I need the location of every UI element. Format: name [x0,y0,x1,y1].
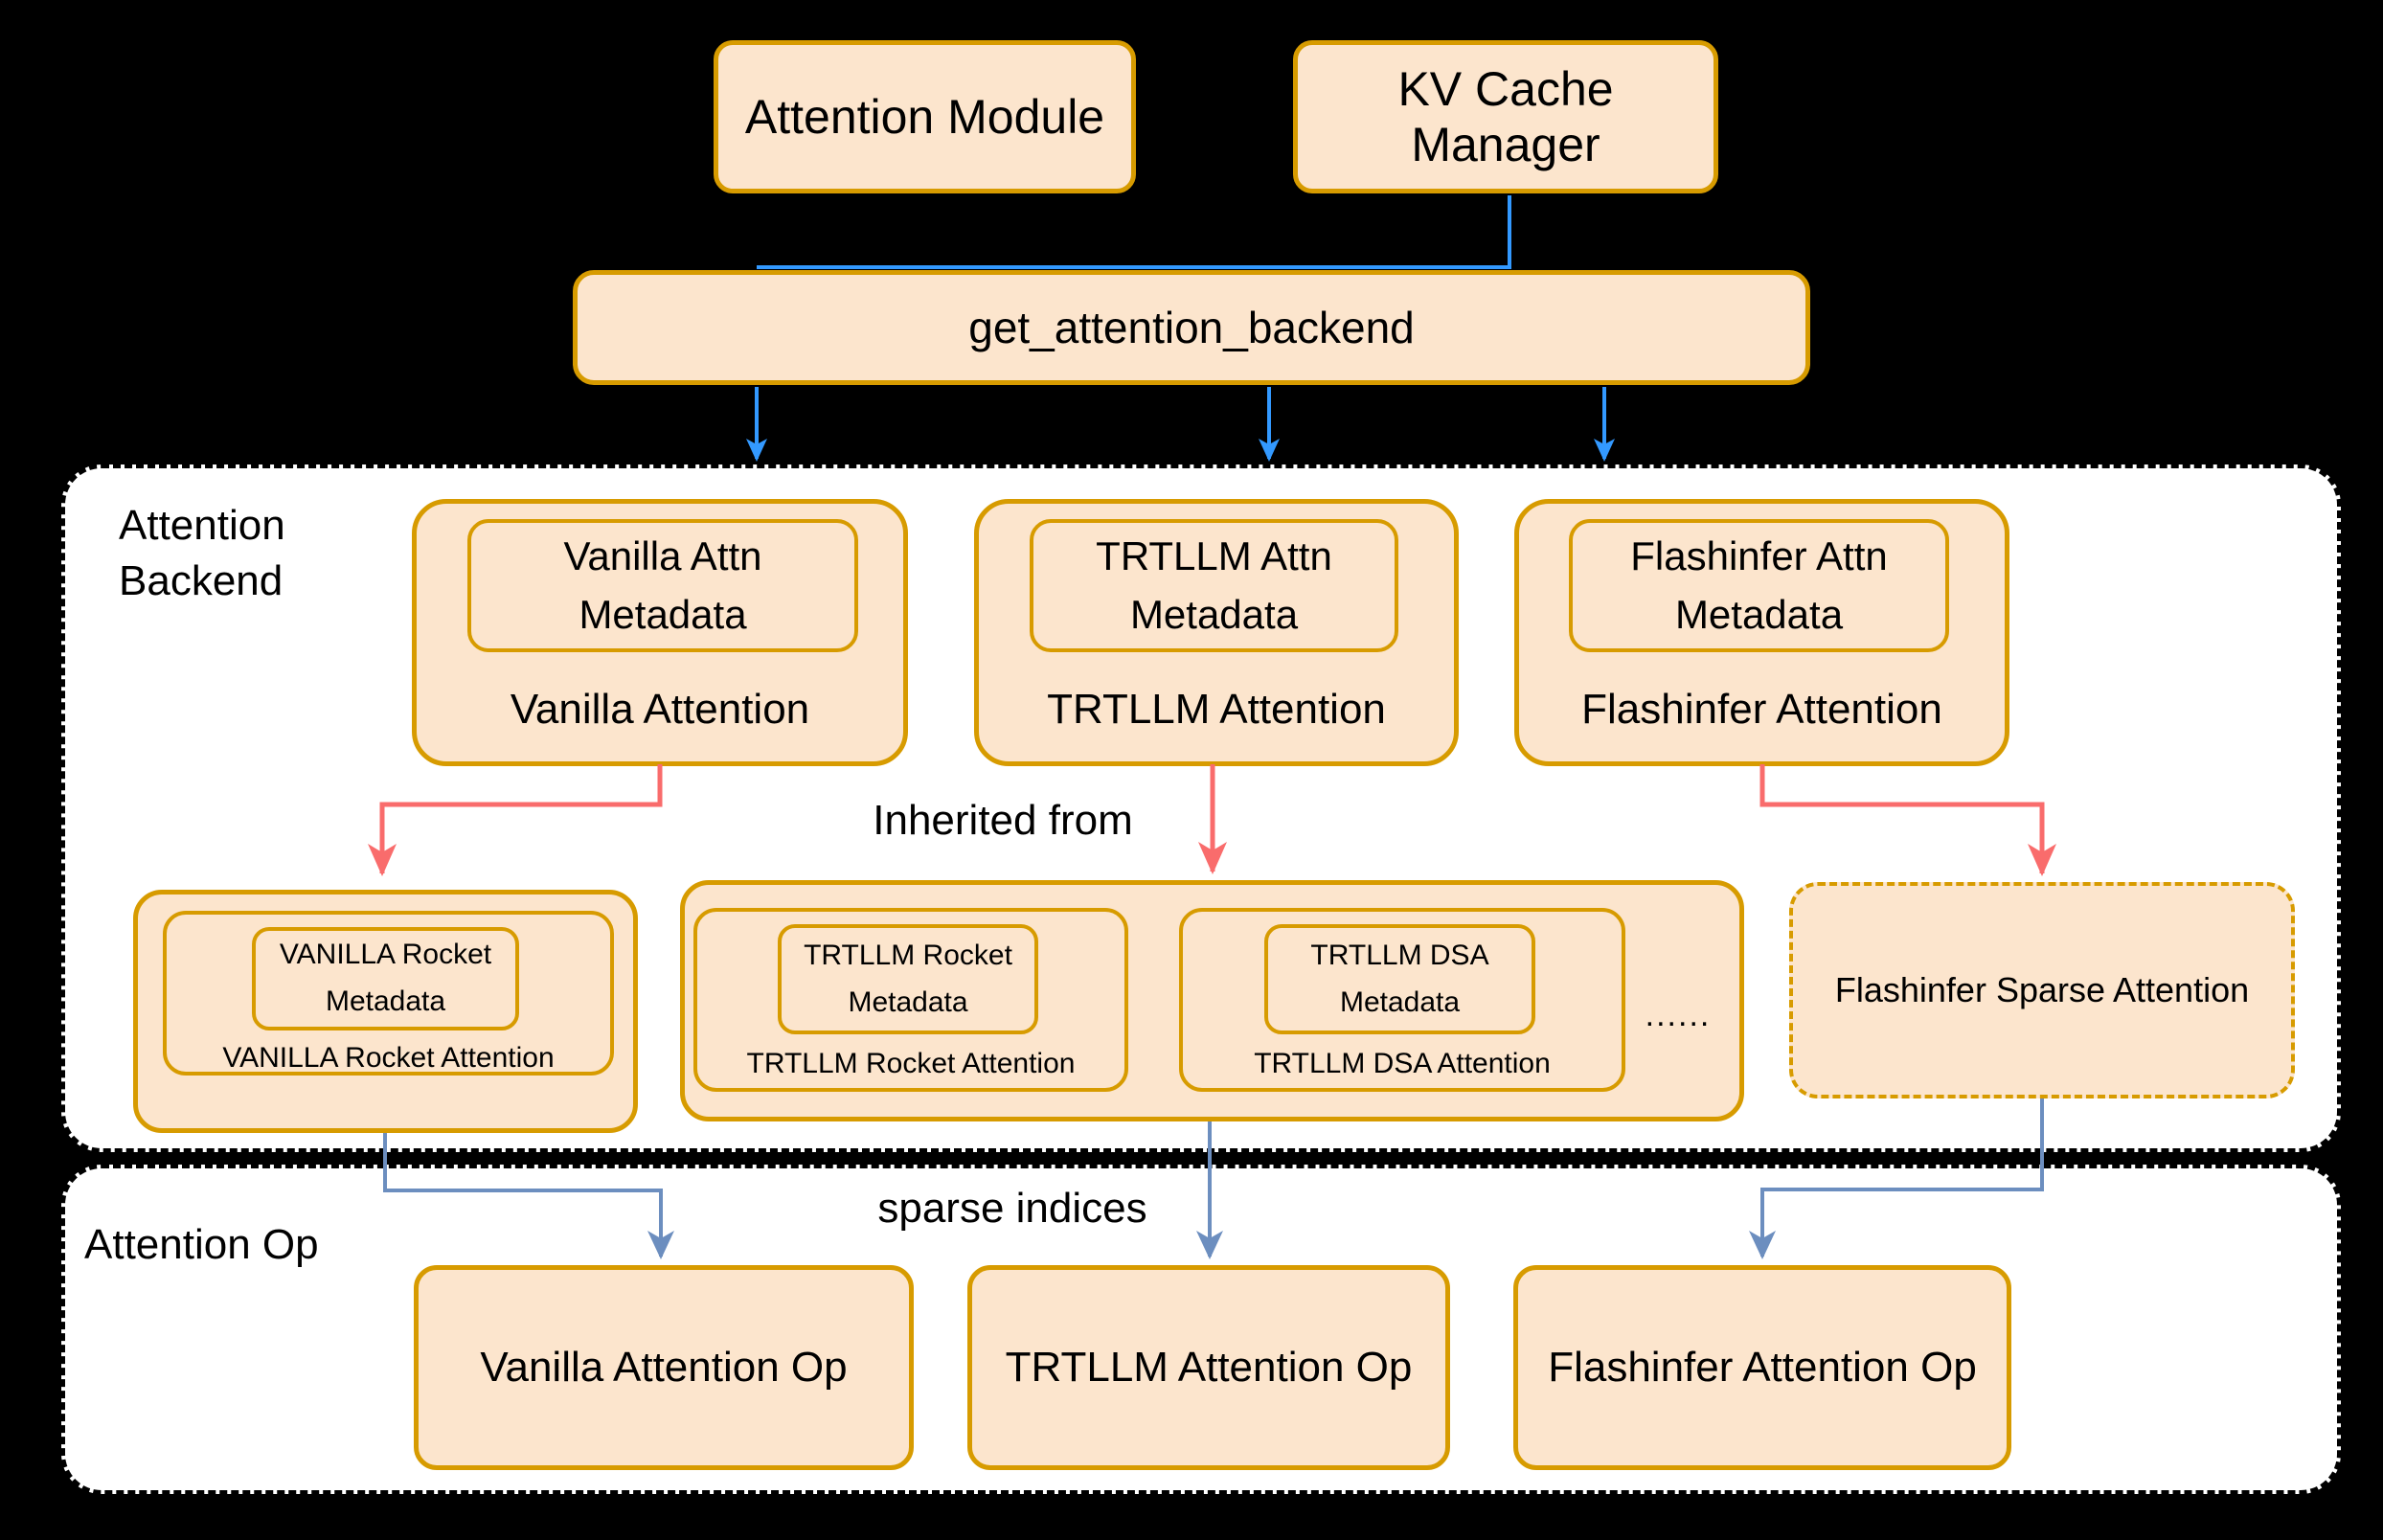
trtllm-rocket-attention-label: TRTLLM Rocket Attention [746,1047,1076,1079]
inherited-from-label: Inherited from [873,797,1133,844]
trtllm-attention-op-label: TRTLLM Attention Op [1005,1344,1413,1391]
attention-backend-label-line1: Attention [119,502,285,549]
kv-cache-manager-label: KV Cache Manager [1397,62,1614,171]
vanilla-attn-metadata-box: Vanilla Attn Metadata [467,519,858,652]
flashinfer-sparse-attention-box: Flashinfer Sparse Attention [1789,882,2295,1098]
trtllm-dsa-metadata-box: TRTLLM DSA Metadata [1264,924,1535,1034]
get-attention-backend-label: get_attention_backend [968,303,1415,352]
vanilla-rocket-metadata-line2: Metadata [325,985,446,1017]
sparse-indices-label: sparse indices [877,1185,1147,1232]
flashinfer-sparse-attention-label: Flashinfer Sparse Attention [1834,970,2250,1009]
trtllm-dsa-attention-label: TRTLLM DSA Attention [1254,1047,1551,1079]
get-attention-backend-box: get_attention_backend [573,270,1810,385]
vanilla-rocket-metadata-box: VANILLA Rocket Metadata [252,927,519,1030]
vanilla-rocket-attention-label: VANILLA Rocket Attention [222,1041,555,1074]
trtllm-attn-metadata-box: TRTLLM Attn Metadata [1030,519,1398,652]
trtllm-rocket-metadata-line2: Metadata [848,985,968,1018]
flashinfer-attention-label: Flashinfer Attention [1581,686,1942,733]
flashinfer-attn-metadata-box: Flashinfer Attn Metadata [1569,519,1949,652]
vanilla-attn-metadata-line2: Metadata [579,591,747,637]
trtllm-dsa-metadata-line2: Metadata [1339,985,1461,1018]
attention-op-section-label: Attention Op [84,1221,319,1268]
attention-module-label: Attention Module [744,90,1105,144]
vanilla-attention-label: Vanilla Attention [510,686,810,733]
vanilla-attn-metadata-line1: Vanilla Attn [563,532,762,578]
trtllm-attn-metadata-line1: TRTLLM Attn [1096,532,1332,578]
trtllm-rocket-metadata-line1: TRTLLM Rocket [804,939,1012,971]
attention-backend-section-label: Attention Backend [119,498,435,611]
attention-module-box: Attention Module [714,40,1136,193]
trtllm-attention-label: TRTLLM Attention [1047,686,1386,733]
trtllm-attention-op-box: TRTLLM Attention Op [967,1265,1450,1470]
trtllm-rocket-metadata-box: TRTLLM Rocket Metadata [778,924,1038,1034]
kv-cache-manager-box: KV Cache Manager [1293,40,1718,193]
vanilla-rocket-metadata-line1: VANILLA Rocket [279,939,492,971]
trtllm-attn-metadata-line2: Metadata [1129,591,1299,637]
more-backends-ellipsis: ...... [1645,996,1712,1033]
attention-backend-label-line2: Backend [119,557,284,604]
trtllm-dsa-metadata-line1: TRTLLM DSA [1310,939,1489,971]
vanilla-attention-op-box: Vanilla Attention Op [414,1265,914,1470]
flashinfer-attn-metadata-line1: Flashinfer Attn [1630,532,1888,578]
flashinfer-attention-op-label: Flashinfer Attention Op [1548,1344,1977,1391]
flashinfer-attn-metadata-line2: Metadata [1674,591,1844,637]
flashinfer-attention-op-box: Flashinfer Attention Op [1513,1265,2011,1470]
vanilla-attention-op-label: Vanilla Attention Op [480,1344,848,1391]
